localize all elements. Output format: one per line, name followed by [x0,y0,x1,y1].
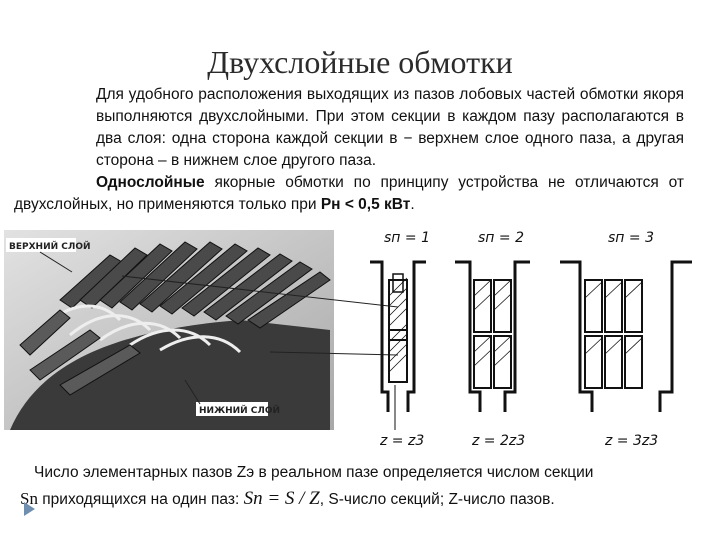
paragraph-2: Однослойные якорные обмотки по принципу … [14,172,684,216]
upper-leader-line [121,275,399,308]
single-layer-term: Однослойные [96,174,205,191]
slot-diagram-1 [370,260,426,430]
armature-photo: ВЕРХНИЙ СЛОЙ НИЖНИЙ СЛОЙ [4,230,334,430]
body-text: Для удобного расположения выходящих из п… [14,84,684,216]
footer-line-2: Sn приходящихся на один паз: Sп = S / Z,… [20,486,700,513]
slot-2-top-label: sп = 2 [478,230,524,246]
slot-1-top-label: sп = 1 [384,230,430,246]
upper-layer-label: ВЕРХНИЙ СЛОЙ [9,240,91,252]
footer-line-1: Число элементарных пазов Zэ в реальном п… [34,464,594,481]
slot-1-bottom-label: z = z3 [379,433,424,449]
slot-2-hatch [473,279,512,367]
footer-line-3-text: , S-число секций; Z-число пазов. [319,491,555,508]
lower-layer-label: НИЖНИЙ СЛОЙ [199,404,280,416]
lower-leader-line [269,351,399,356]
slot-3-bottom-label: z = 3z3 [604,433,658,449]
slot-diagram-3 [560,260,692,412]
slot-3-top-label: sп = 3 [608,230,654,246]
slot-1-hatch [388,277,408,373]
paragraph-1: Для удобного расположения выходящих из п… [96,86,684,169]
paragraph-2-text: якорные обмотки по принципу устройства н… [14,174,684,213]
slot-3-hatch [584,281,643,355]
slide-title: Двухслойные обмотки [207,44,513,80]
footer-text: Число элементарных пазов Zэ в реальном п… [20,460,700,513]
paragraph-2-dot: . [410,196,415,213]
slot-diagram-2 [455,260,530,412]
slide-bullet-icon [24,502,35,516]
footer-line-2-text: приходящихся на один паз: [37,491,240,508]
formula: Sп = S / Z [243,488,320,509]
power-limit: Рн < 0,5 кВт [320,196,411,213]
slot-2-bottom-label: z = 2z3 [471,433,525,449]
